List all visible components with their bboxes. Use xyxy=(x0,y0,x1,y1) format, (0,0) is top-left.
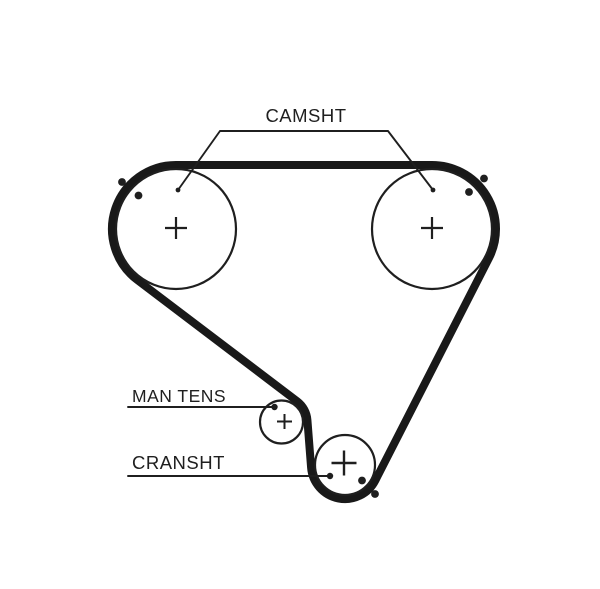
crankshaft-pulley xyxy=(313,433,377,497)
tensioner-center-cross xyxy=(277,414,292,429)
timing-belt xyxy=(107,161,500,504)
camshaft-leader-line xyxy=(177,130,434,191)
camshaft-label: CAMSHT xyxy=(265,105,346,126)
camshaft-right-center-cross xyxy=(421,217,443,239)
camshaft-pulley-left xyxy=(114,167,238,291)
camshaft-leader-end-dot xyxy=(175,187,181,193)
tensioner-label: MAN TENS xyxy=(132,386,226,406)
camshaft-pulley-right xyxy=(370,167,494,291)
camshaft-leader-end-dot xyxy=(430,187,436,193)
alignment-dot xyxy=(465,188,473,196)
crankshaft-center-cross xyxy=(331,450,357,476)
alignment-dot xyxy=(358,476,366,485)
camshaft-left-center-cross xyxy=(165,217,187,239)
alignment-dot xyxy=(118,178,126,186)
tensioner-leader-end-dot xyxy=(271,403,278,411)
manual-tensioner-pulley xyxy=(258,399,305,445)
crankshaft-leader-end-dot xyxy=(326,472,334,480)
alignment-dot xyxy=(480,174,488,183)
crankshaft-label: CRANSHT xyxy=(132,452,225,473)
alignment-dot xyxy=(134,191,143,200)
alignment-dot xyxy=(371,490,379,498)
